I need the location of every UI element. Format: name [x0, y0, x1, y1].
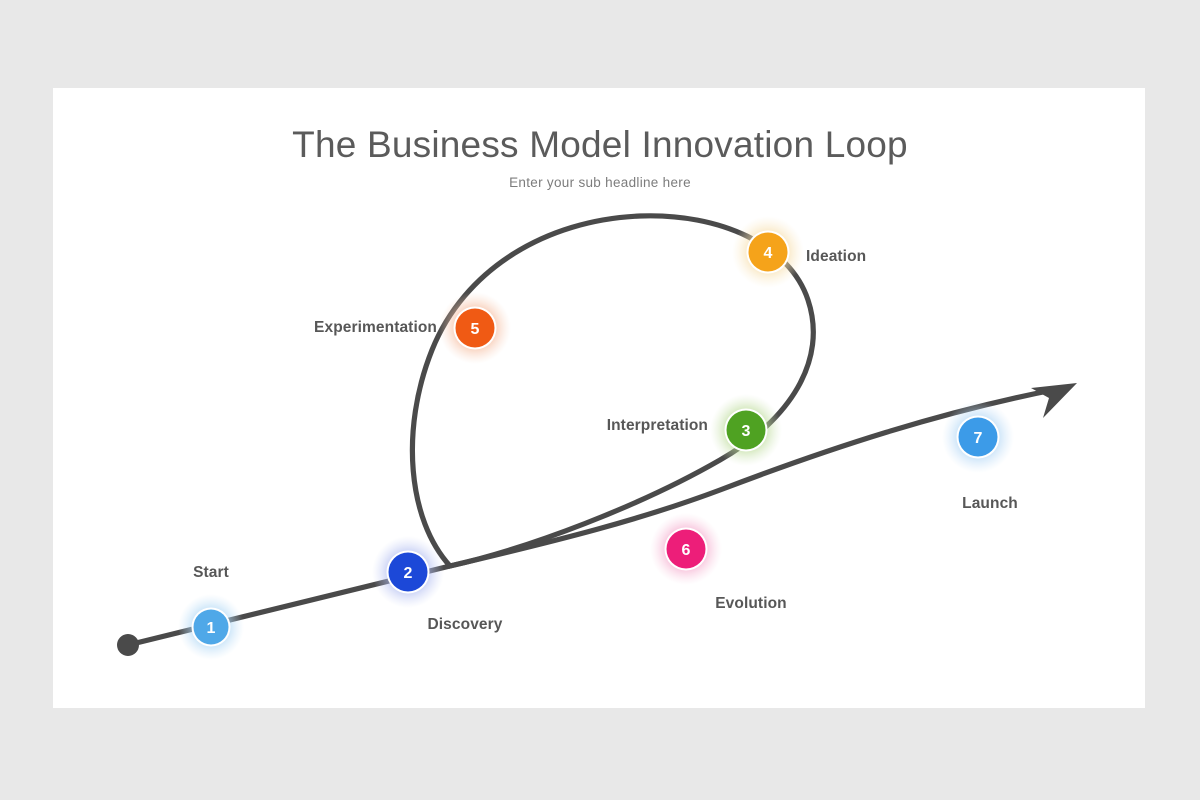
node-experimentation[interactable]: 5 [439, 292, 511, 364]
node-interpretation-number: 3 [742, 423, 751, 440]
node-start-number: 1 [207, 620, 216, 637]
page-title: The Business Model Innovation Loop [292, 124, 908, 165]
node-start[interactable]: 1 [178, 594, 244, 660]
node-discovery-number: 2 [404, 565, 413, 582]
node-evolution[interactable]: 6 [650, 513, 722, 585]
node-discovery[interactable]: 2 [372, 536, 444, 608]
node-ideation[interactable]: 4 [732, 216, 804, 288]
node-launch-label: Launch [962, 495, 1018, 512]
node-ideation-label: Ideation [806, 248, 866, 265]
node-experimentation-number: 5 [471, 321, 480, 338]
path-arrowhead [1031, 383, 1077, 418]
page-subtitle: Enter your sub headline here [509, 175, 691, 190]
node-experimentation-circle [455, 308, 495, 348]
main-flow-path [125, 386, 1061, 648]
node-interpretation-label: Interpretation [607, 417, 708, 434]
node-interpretation-circle [726, 410, 766, 450]
node-discovery-label: Discovery [427, 616, 502, 633]
node-evolution-circle [666, 529, 706, 569]
node-launch[interactable]: 7 [942, 401, 1014, 473]
node-launch-number: 7 [974, 430, 983, 447]
node-evolution-label: Evolution [715, 595, 787, 612]
node-start-label: Start [193, 564, 229, 581]
node-ideation-circle [748, 232, 788, 272]
node-discovery-circle [388, 552, 428, 592]
node-start-circle [193, 609, 229, 645]
node-evolution-number: 6 [682, 542, 691, 559]
node-experimentation-label: Experimentation [314, 319, 437, 336]
node-ideation-number: 4 [764, 245, 773, 262]
origin-dot [117, 634, 139, 656]
node-launch-circle [958, 417, 998, 457]
node-interpretation[interactable]: 3 [710, 394, 782, 466]
